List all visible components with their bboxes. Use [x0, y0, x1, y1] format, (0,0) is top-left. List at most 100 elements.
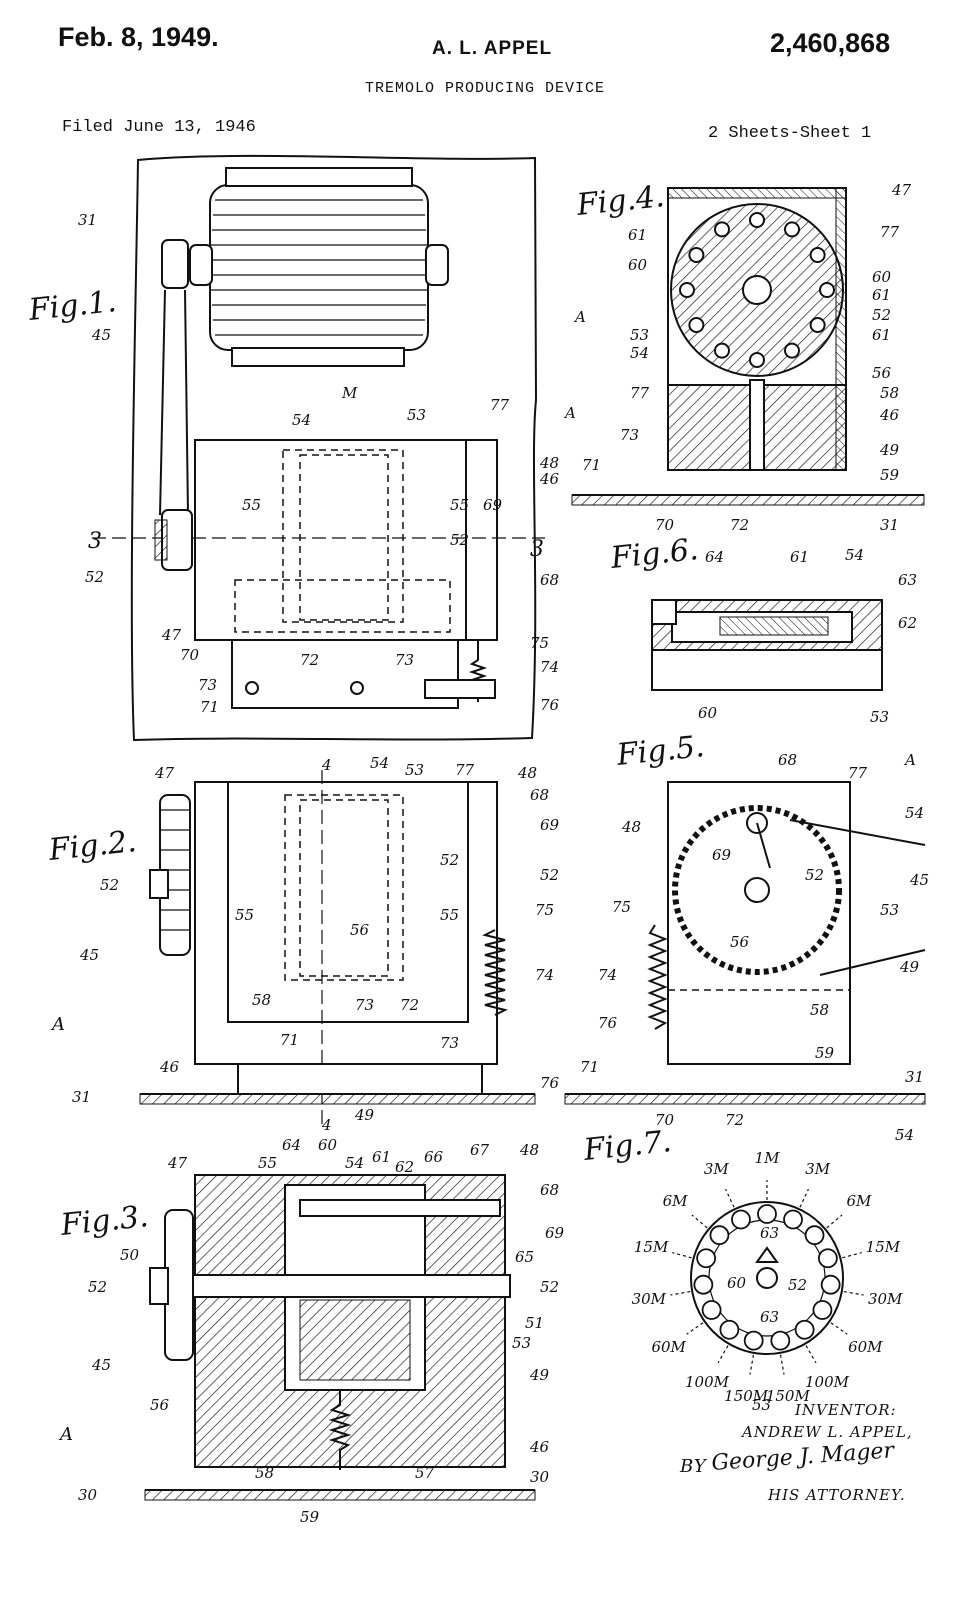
fig7-contact-holes	[693, 1204, 841, 1351]
ref-label: 56	[350, 921, 370, 939]
fig5-spring	[647, 924, 668, 1030]
figure-7	[670, 1180, 864, 1375]
ref-label: 70	[180, 646, 200, 664]
ref-label: 52	[440, 851, 459, 869]
fig4-contact-holes	[679, 212, 835, 368]
ref-label: 48	[539, 454, 559, 472]
ref-label: 52	[540, 1278, 559, 1296]
fig1-motor-pulley	[161, 239, 189, 289]
fig7-interval-label: 15M	[866, 1238, 901, 1256]
ref-label: 48	[621, 818, 641, 836]
ref-label: 73	[440, 1034, 459, 1052]
fig1-motor-top-mount	[225, 167, 413, 187]
ref-label: 31	[72, 1088, 91, 1106]
fig4-contact-hole	[714, 342, 730, 359]
ref-label: 52	[88, 1278, 107, 1296]
ref-label: 76	[598, 1014, 618, 1032]
ref-label: A	[50, 1014, 65, 1035]
ref-label: 53	[880, 901, 899, 919]
ref-label: 4	[321, 1116, 332, 1134]
ref-label: 46	[539, 470, 560, 488]
ref-label: 30	[530, 1468, 550, 1486]
inventor-name-header: A. L. APPEL	[432, 38, 553, 59]
ref-label: 54	[292, 411, 311, 429]
ref-label: A	[573, 308, 586, 326]
ref-label: 56	[150, 1396, 170, 1414]
ref-label: 55	[440, 906, 459, 924]
fig4-label: Fig.4.	[574, 179, 666, 223]
figure-5	[564, 781, 926, 1105]
ref-label: 47	[891, 181, 912, 199]
fig7-contact-hole	[701, 1300, 722, 1320]
fig4-contact-hole	[784, 342, 800, 359]
ref-label: 60	[628, 256, 648, 274]
fig7-contact-hole	[709, 1225, 730, 1246]
fig7-interval-label: 1M	[755, 1149, 781, 1167]
ref-label: 59	[300, 1508, 320, 1526]
fig7-interval-label: 6M	[846, 1192, 872, 1210]
fig7-contact-hole	[731, 1209, 751, 1230]
ref-label: 60	[318, 1136, 338, 1154]
fig7-interval-label: 3M	[805, 1160, 831, 1178]
ref-label: 61	[628, 226, 647, 244]
fig7-contact-hole	[743, 1330, 764, 1351]
fig7-interval-label: 150M	[766, 1387, 811, 1405]
ref-label: 69	[540, 816, 560, 834]
ref-label: A	[903, 751, 916, 769]
ref-label: 62	[395, 1158, 414, 1176]
ref-label: 46	[879, 406, 900, 424]
fig7-contact-hole	[757, 1204, 777, 1224]
attorney-signature: George J. Mager	[711, 1438, 897, 1476]
ref-label: 69	[483, 496, 503, 514]
fig4-contact-hole	[809, 317, 826, 333]
fig5-label: Fig.5.	[614, 729, 706, 773]
ref-label: 55	[258, 1154, 277, 1172]
fig1-base-board	[130, 154, 538, 742]
ref-label: 55	[235, 906, 254, 924]
ref-label: 4	[321, 756, 332, 774]
ref-label: 47	[161, 626, 182, 644]
ref-label: 53	[870, 708, 889, 726]
fig7-interval-label: 15M	[634, 1238, 669, 1256]
fig2-spring	[482, 929, 508, 1016]
ref-label: 49	[879, 441, 900, 459]
ref-label: 52	[805, 866, 824, 884]
ref-label: 55	[450, 496, 469, 514]
ref-label: 52	[100, 876, 119, 894]
fig1-belt	[159, 289, 189, 516]
fig7-interval-label: 30M	[632, 1290, 667, 1308]
ref-label: 3	[530, 537, 544, 562]
ref-label: 54	[905, 804, 924, 822]
ref-label: 52	[788, 1276, 807, 1294]
fig7-contact-hole	[817, 1248, 838, 1269]
fig7-interval-label: 60M	[651, 1338, 686, 1356]
ref-label: 58	[252, 991, 271, 1009]
fig1-base-plate	[231, 639, 459, 709]
ref-label: 58	[810, 1001, 829, 1019]
ref-label: 54	[845, 546, 864, 564]
ref-label: 65	[515, 1248, 534, 1266]
ref-label: 45	[91, 1356, 111, 1374]
fig4-contact-hole	[679, 282, 695, 298]
patent-number: 2,460,868	[770, 28, 891, 58]
fig7-interval-label: 30M	[868, 1290, 903, 1308]
inventor-caption: INVENTOR:	[794, 1401, 897, 1419]
ref-label: 71	[582, 456, 601, 474]
ref-label: 70	[655, 1111, 675, 1129]
ref-label: 54	[345, 1154, 364, 1172]
ref-label: 52	[85, 568, 104, 586]
ref-label: 55	[242, 496, 261, 514]
ref-label: 53	[630, 326, 649, 344]
fig7-interval-label: 60M	[848, 1338, 883, 1356]
fig7-interval-label: 6M	[663, 1192, 689, 1210]
ref-label: 73	[355, 996, 374, 1014]
ref-label: 75	[612, 898, 631, 916]
attorney-caption: HIS ATTORNEY.	[767, 1486, 906, 1504]
ref-label: A	[58, 1424, 73, 1445]
ref-label: 56	[730, 933, 750, 951]
fig7-interval-label: 100M	[805, 1373, 850, 1391]
ref-label: 73	[198, 676, 217, 694]
fig7-contact-hole	[794, 1319, 815, 1340]
filing-date: Filed June 13, 1946	[62, 118, 256, 137]
